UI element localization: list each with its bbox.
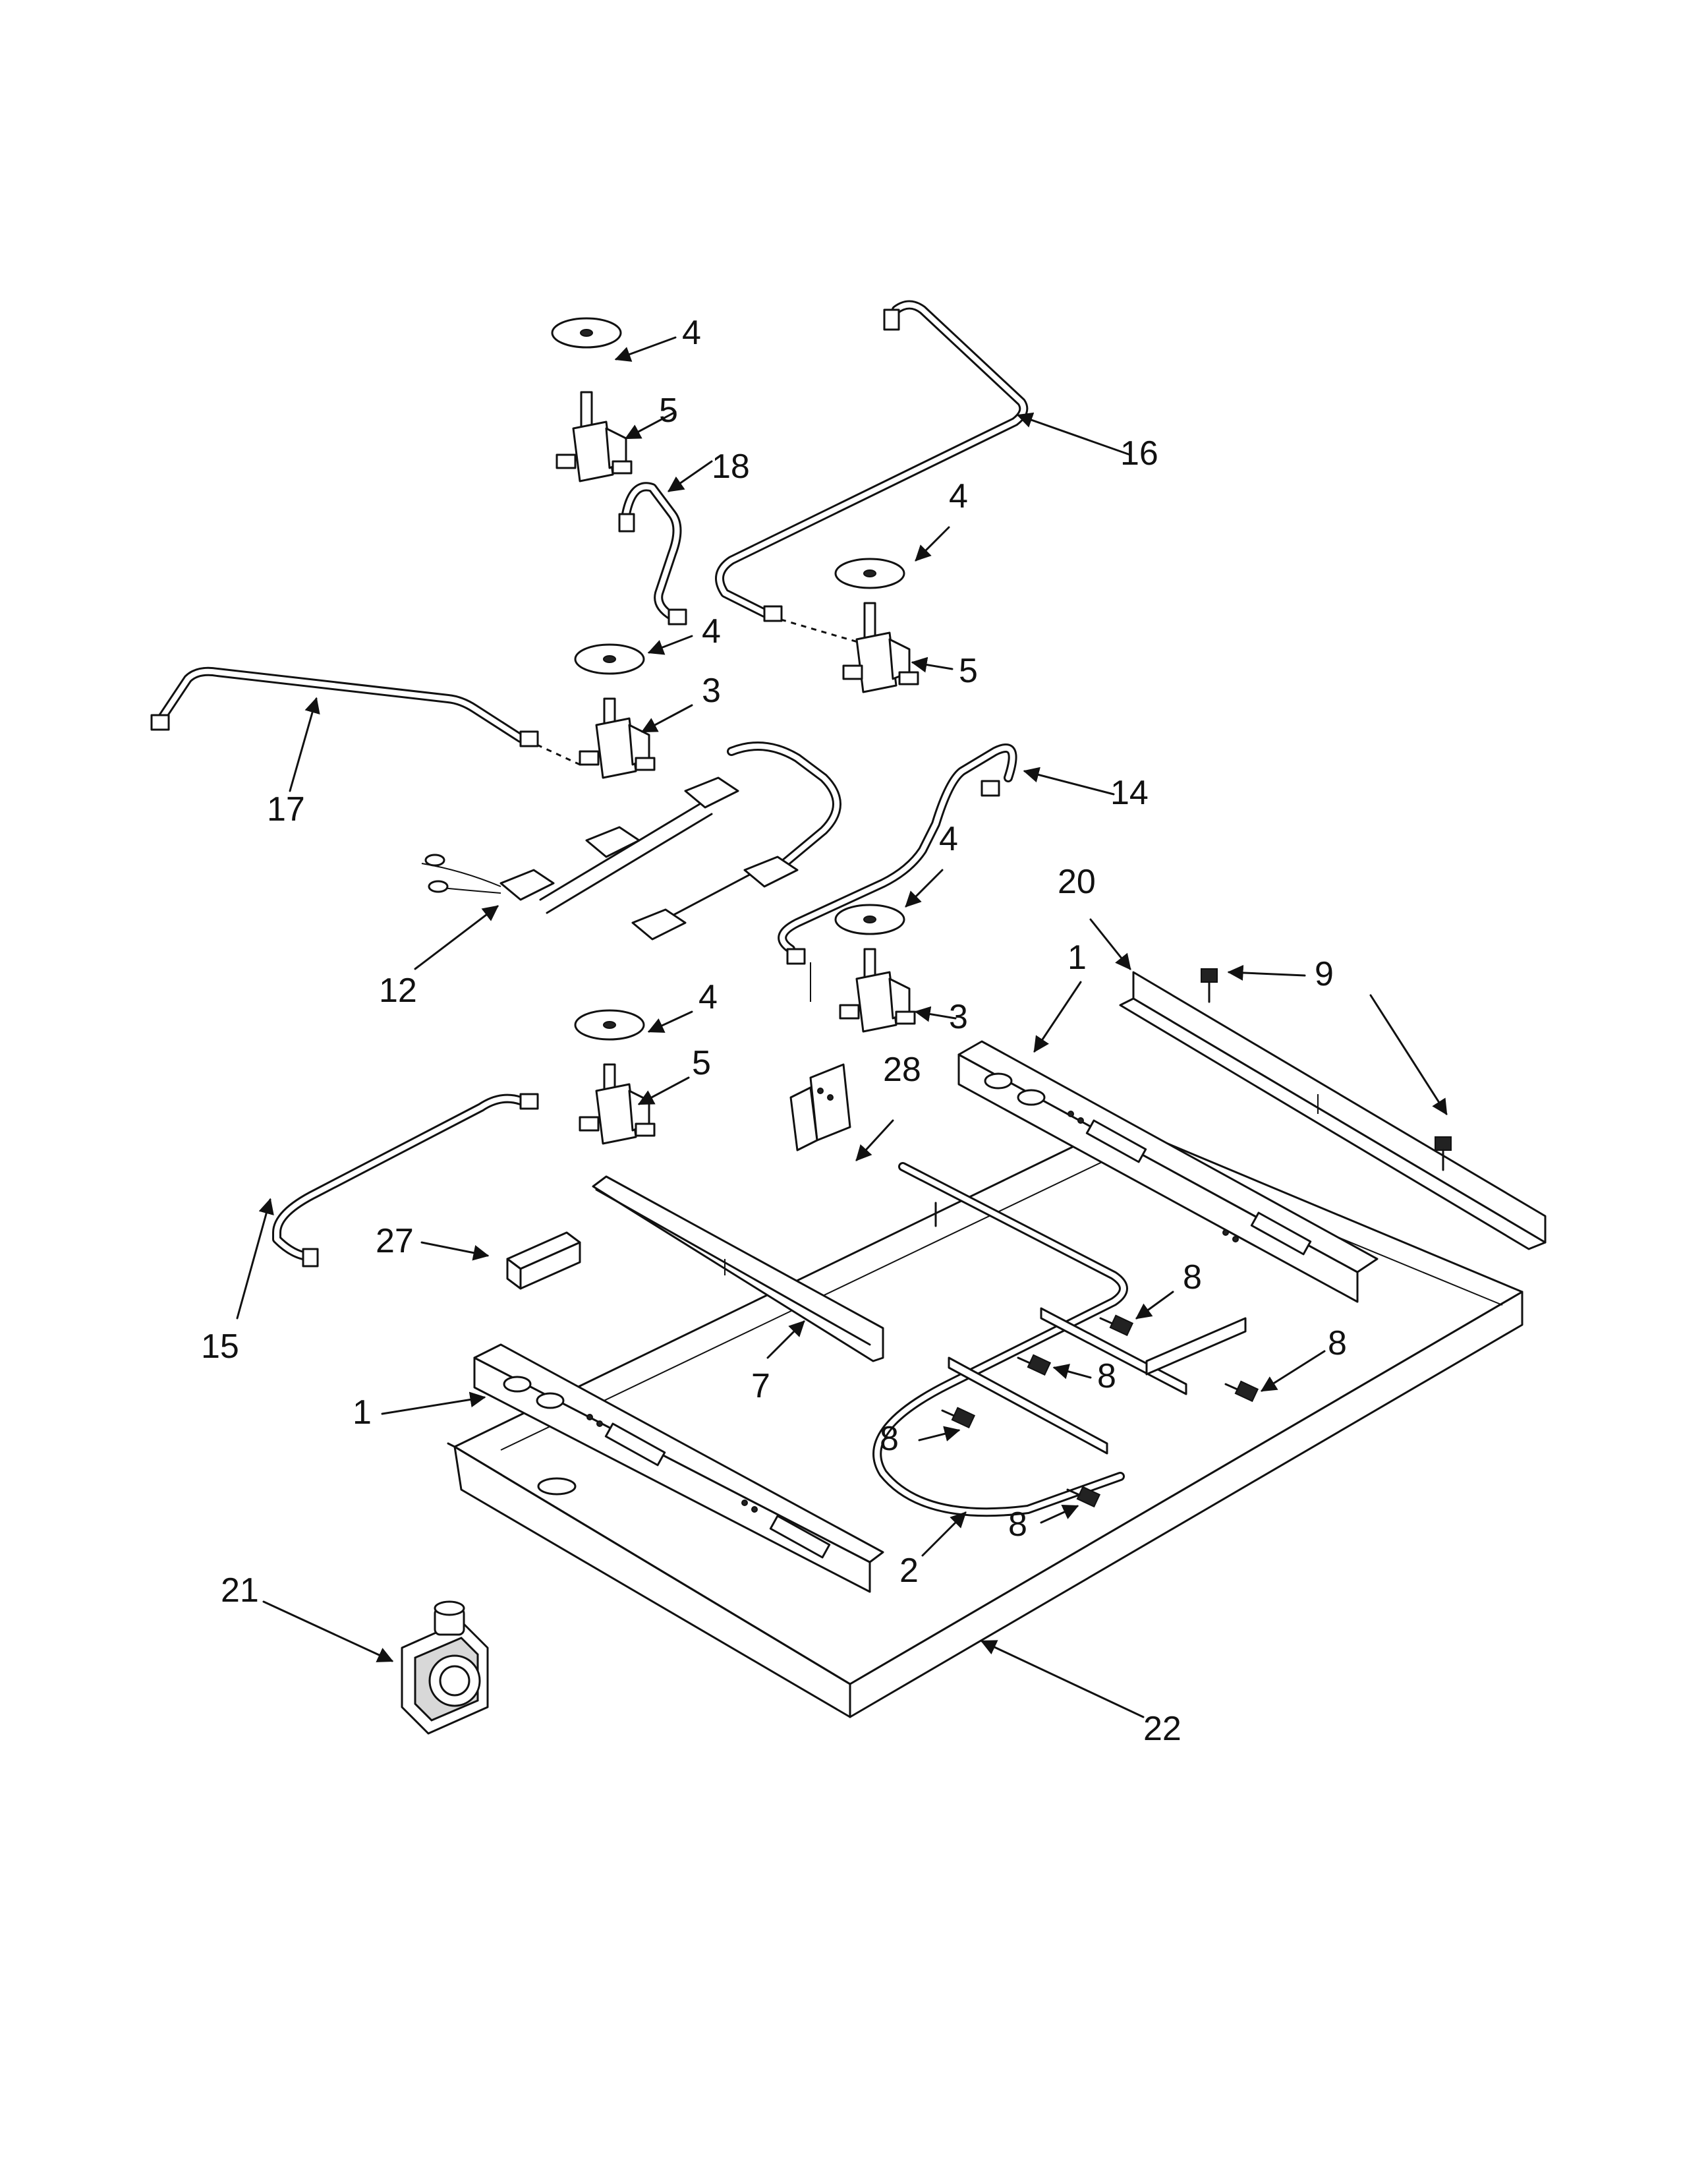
base-pan-22 — [447, 1122, 1523, 1718]
callout-3: 3 — [702, 672, 721, 710]
callout-4: 4 — [939, 820, 958, 858]
screws-8 — [941, 1314, 1259, 1508]
center-bracket-7 — [592, 1175, 884, 1362]
callout-8: 8 — [880, 1420, 899, 1458]
callout-1: 1 — [1068, 939, 1087, 977]
valve-3-right — [834, 904, 916, 1033]
burner-rail-right-1 — [957, 1040, 1379, 1303]
gas-tube-15 — [272, 1093, 539, 1267]
callout-15: 15 — [201, 1327, 239, 1366]
leader-lines — [236, 336, 1448, 1718]
callout-4: 4 — [949, 477, 968, 515]
callout-27: 27 — [376, 1222, 414, 1260]
callout-5: 5 — [959, 652, 978, 690]
screws-9 — [1201, 968, 1452, 1171]
igniter-bracket-28 — [789, 1063, 851, 1151]
callout-labels: 4 5 18 16 4 5 4 3 17 14 4 12 20 9 3 4 5 … — [201, 314, 1347, 1748]
ignition-harness-12 — [421, 742, 841, 941]
callout-4: 4 — [698, 978, 718, 1016]
callout-16: 16 — [1120, 434, 1158, 473]
callout-7: 7 — [751, 1367, 770, 1405]
gas-tube-18 — [618, 482, 687, 626]
callout-14: 14 — [1110, 774, 1149, 812]
u-burner-2 — [872, 1162, 1247, 1517]
callout-28: 28 — [883, 1051, 921, 1089]
callout-8: 8 — [1097, 1357, 1116, 1395]
valve-5-top — [551, 317, 633, 482]
callout-8: 8 — [1183, 1258, 1202, 1296]
rear-bracket-20 — [1119, 971, 1547, 1250]
valve-3-left — [574, 643, 656, 779]
callout-1: 1 — [353, 1393, 372, 1432]
terminal-block-27 — [506, 1231, 581, 1290]
gas-tube-14 — [778, 743, 1017, 1002]
callout-5: 5 — [692, 1044, 711, 1082]
callout-12: 12 — [379, 972, 417, 1010]
callout-17: 17 — [267, 790, 305, 829]
valve-5-lower — [574, 1009, 656, 1145]
burner-rail-left-1 — [473, 1343, 884, 1593]
gas-tube-16 — [715, 300, 1029, 644]
callout-3: 3 — [949, 998, 968, 1036]
gas-tube-17 — [150, 666, 581, 766]
callout-4: 4 — [682, 314, 701, 352]
callout-4: 4 — [702, 612, 721, 651]
callout-5: 5 — [659, 392, 678, 430]
valve-5-right — [834, 558, 919, 693]
callout-2: 2 — [899, 1552, 919, 1590]
callout-8: 8 — [1328, 1324, 1347, 1362]
callout-8: 8 — [1008, 1505, 1027, 1544]
callout-21: 21 — [221, 1571, 259, 1610]
callout-20: 20 — [1058, 863, 1096, 901]
callout-9: 9 — [1315, 955, 1334, 993]
pressure-regulator-21 — [401, 1600, 489, 1735]
callout-18: 18 — [712, 448, 750, 486]
callout-22: 22 — [1143, 1710, 1181, 1748]
